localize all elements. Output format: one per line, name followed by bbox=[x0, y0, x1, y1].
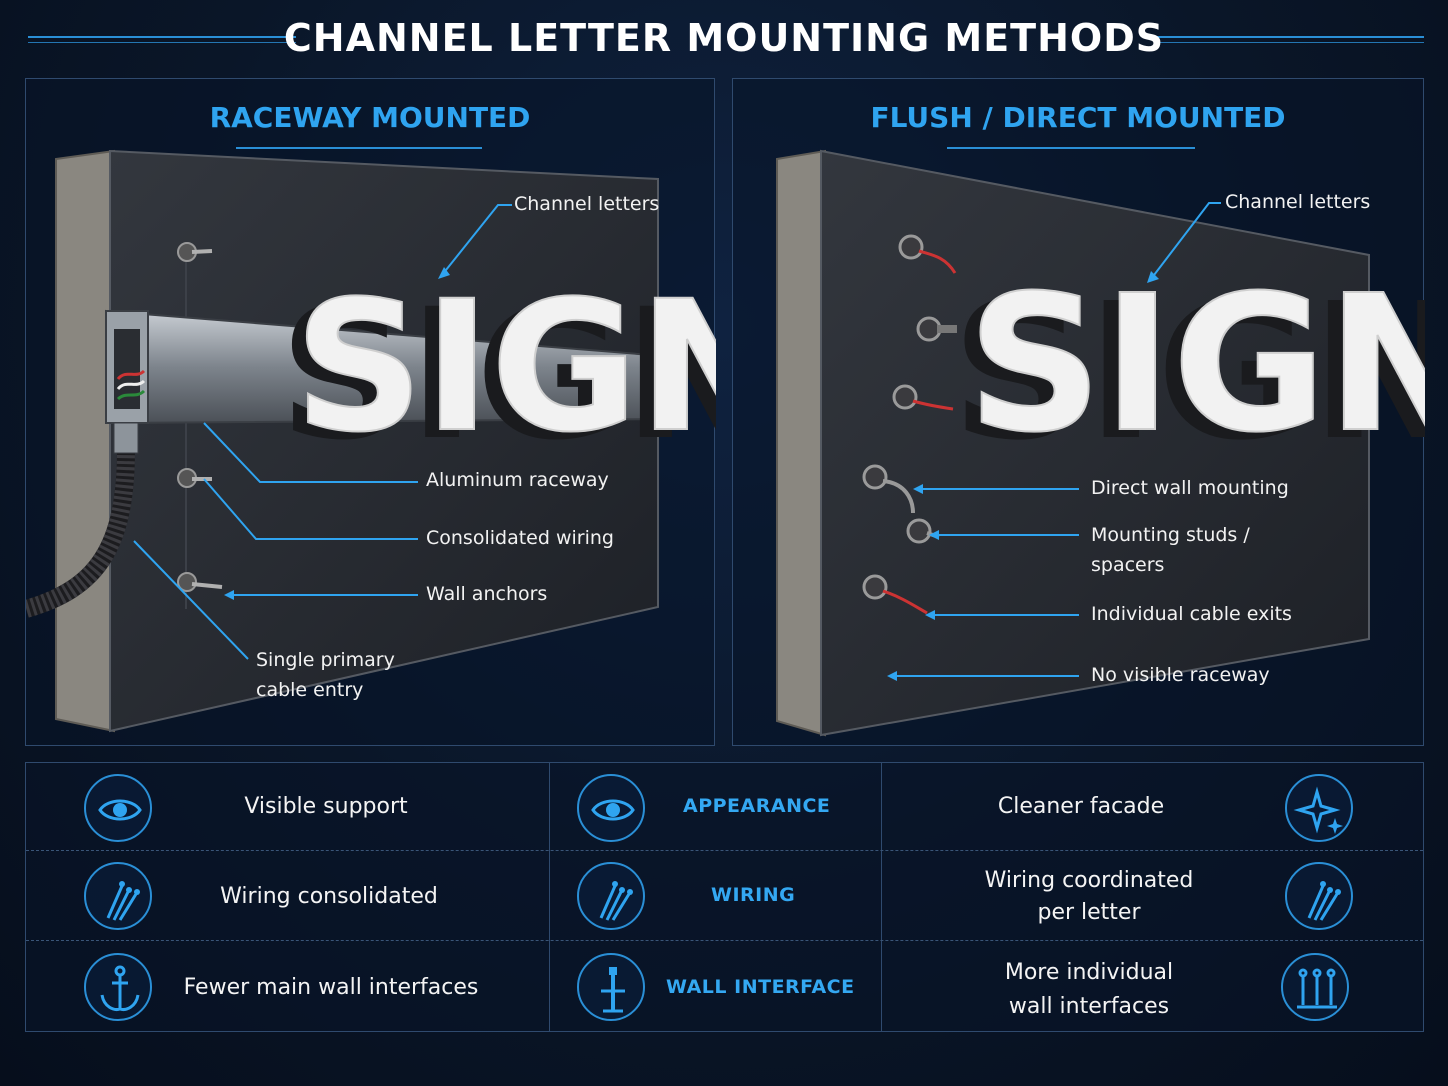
wall-board bbox=[820, 149, 1370, 737]
column-divider bbox=[549, 763, 550, 1031]
title-rule-right-thin bbox=[1154, 42, 1424, 43]
flush-wiring-line1: Wiring coordinated bbox=[984, 868, 1194, 893]
category-wiring: WIRING bbox=[711, 884, 796, 906]
page-title: CHANNEL LETTER MOUNTING METHODS bbox=[283, 16, 1165, 60]
stud-4 bbox=[862, 464, 915, 514]
sparkle-icon bbox=[1285, 774, 1353, 842]
stud-6 bbox=[862, 574, 928, 615]
panel-title-underline bbox=[947, 147, 1195, 149]
title-rule-left bbox=[28, 36, 296, 38]
eye-icon bbox=[577, 774, 645, 842]
callout-mounting-studs-line1: Mounting studs / bbox=[1091, 524, 1250, 546]
panel-title-raceway: RACEWAY MOUNTED bbox=[209, 101, 531, 134]
raceway-wiring: Wiring consolidated bbox=[220, 884, 438, 909]
flush-wall-interface-line1: More individual bbox=[1004, 960, 1174, 985]
callout-channel-letters: Channel letters bbox=[514, 193, 660, 215]
panel-title-flush: FLUSH / DIRECT MOUNTED bbox=[870, 101, 1286, 134]
comparison-table: Visible support APPEARANCE Cleaner facad… bbox=[25, 762, 1424, 1032]
row-divider bbox=[26, 850, 1423, 851]
stud-2 bbox=[916, 316, 957, 342]
wires-icon bbox=[577, 862, 645, 930]
eye-icon bbox=[84, 774, 152, 842]
title-bar: CHANNEL LETTER MOUNTING METHODS bbox=[0, 10, 1448, 68]
row-divider bbox=[26, 940, 1423, 941]
flush-wiring-line2: per letter bbox=[1037, 900, 1141, 925]
wires-icon bbox=[1285, 862, 1353, 930]
callout-cable-entry-line1: Single primary bbox=[256, 649, 395, 671]
concrete-edge bbox=[776, 149, 826, 737]
flush-appearance: Cleaner facade bbox=[997, 794, 1165, 819]
wires-icon bbox=[84, 862, 152, 930]
callout-wall-anchors: Wall anchors bbox=[426, 583, 548, 605]
concrete-edge bbox=[56, 151, 114, 731]
wall-anchor-icon bbox=[577, 953, 645, 1021]
anchor-icon bbox=[84, 953, 152, 1021]
callout-consolidated-wiring: Consolidated wiring bbox=[426, 527, 614, 549]
category-wall-interface: WALL INTERFACE bbox=[666, 976, 855, 998]
studs-icon bbox=[1281, 953, 1349, 1021]
column-divider bbox=[881, 763, 882, 1031]
callout-direct-wall-mounting: Direct wall mounting bbox=[1091, 477, 1289, 499]
callout-no-visible-raceway: No visible raceway bbox=[1091, 664, 1270, 686]
title-rule-right bbox=[1154, 36, 1424, 38]
callout-cable-entry-line2: cable entry bbox=[256, 679, 364, 701]
category-appearance: APPEARANCE bbox=[683, 795, 831, 817]
wall-anchor-mid bbox=[177, 468, 212, 488]
panel-title-underline bbox=[236, 147, 482, 149]
stud-1 bbox=[898, 234, 957, 274]
callout-channel-letters: Channel letters bbox=[1225, 191, 1371, 213]
title-rule-left-thin bbox=[28, 42, 296, 43]
wall-anchor-top bbox=[177, 242, 213, 262]
raceway-appearance: Visible support bbox=[244, 794, 408, 819]
flush-wall-interface-line2: wall interfaces bbox=[1008, 994, 1170, 1019]
callout-mounting-studs-line2: spacers bbox=[1091, 554, 1165, 576]
raceway-wall-interface: Fewer main wall interfaces bbox=[183, 975, 479, 1000]
wall-anchor-low bbox=[177, 572, 223, 592]
callout-individual-cable-exits: Individual cable exits bbox=[1091, 603, 1292, 625]
callout-aluminum-raceway: Aluminum raceway bbox=[426, 469, 609, 491]
stud-3 bbox=[892, 384, 954, 411]
